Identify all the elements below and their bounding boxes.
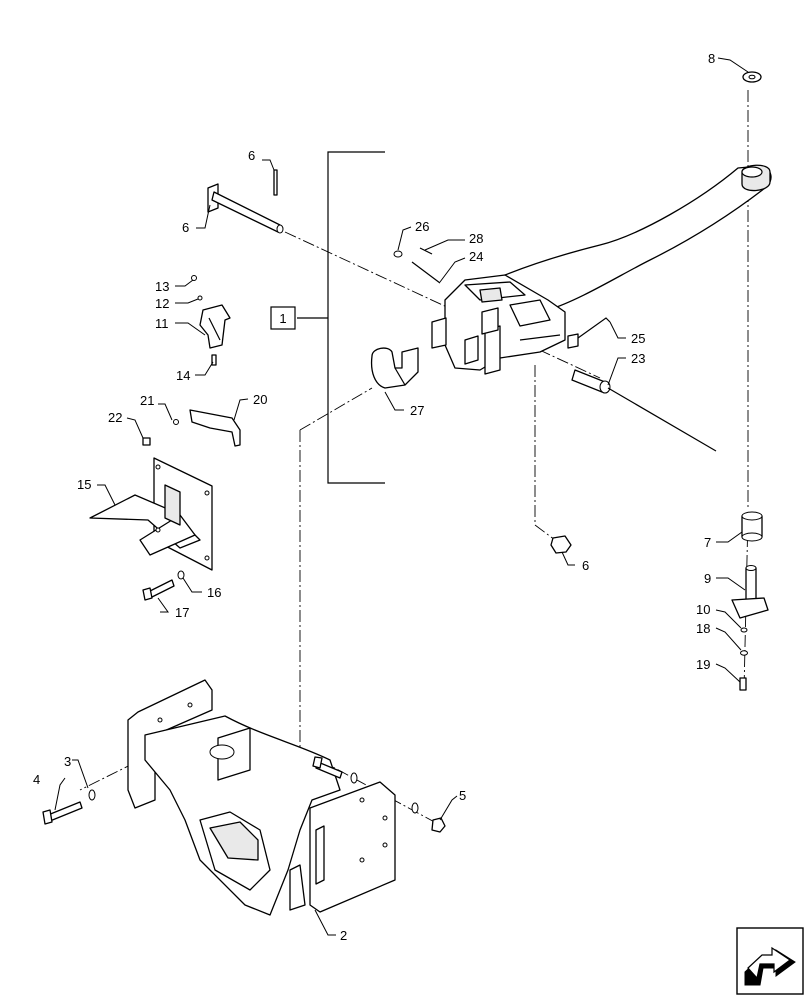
- callout-23: 23: [631, 351, 645, 366]
- callout-2: 2: [340, 928, 347, 943]
- bracket-20: [142, 409, 241, 447]
- callout-4: 4: [33, 772, 40, 787]
- callout-12: 12: [155, 296, 169, 311]
- callout-16: 16: [207, 585, 221, 600]
- callout-11: 11: [155, 316, 169, 331]
- callout-13: 13: [155, 279, 169, 294]
- callout-labels: 8 6 6 26 28 24 13 12 11 14 25 23 27 22 2…: [33, 51, 715, 943]
- small-pins: [393, 247, 441, 284]
- callout-7: 7: [704, 535, 711, 550]
- drawbar-arm: [431, 164, 772, 375]
- bracket-15: [89, 457, 213, 571]
- callout-25: 25: [631, 331, 645, 346]
- callout-box-1: [270, 306, 296, 330]
- callout-28: 28: [469, 231, 483, 246]
- nut-6: [550, 535, 572, 554]
- bolt-17: [142, 570, 185, 601]
- assembly-bracket: 1: [270, 151, 385, 484]
- callout-10: 10: [696, 602, 710, 617]
- callout-17: 17: [175, 605, 189, 620]
- callout-9: 9: [704, 571, 711, 586]
- callout-6c: 6: [582, 558, 589, 573]
- callout-27: 27: [410, 403, 424, 418]
- pin-23: [571, 369, 717, 452]
- clip-25: [567, 317, 611, 349]
- arrow-forward-icon[interactable]: [736, 927, 804, 995]
- callout-26: 26: [415, 219, 429, 234]
- callout-8: 8: [708, 51, 715, 66]
- callout-15: 15: [77, 477, 91, 492]
- callout-24: 24: [469, 249, 483, 264]
- pivot-parts: [731, 71, 769, 691]
- leader-lines: [54, 57, 749, 936]
- bracket-11: [191, 275, 231, 366]
- callout-19: 19: [696, 657, 710, 672]
- callout-1: 1: [279, 311, 286, 326]
- callout-18: 18: [696, 621, 710, 636]
- callout-22: 22: [108, 410, 122, 425]
- callout-6b: 6: [182, 220, 189, 235]
- main-frame-2: [127, 679, 396, 916]
- callout-14: 14: [176, 368, 190, 383]
- callout-20: 20: [253, 392, 267, 407]
- frame-fasteners: [42, 756, 446, 833]
- callout-5: 5: [459, 788, 466, 803]
- hook-part-27: [370, 347, 419, 389]
- callout-6a: 6: [248, 148, 255, 163]
- callout-3: 3: [64, 754, 71, 769]
- callout-21: 21: [140, 393, 154, 408]
- pin-6: [207, 169, 284, 234]
